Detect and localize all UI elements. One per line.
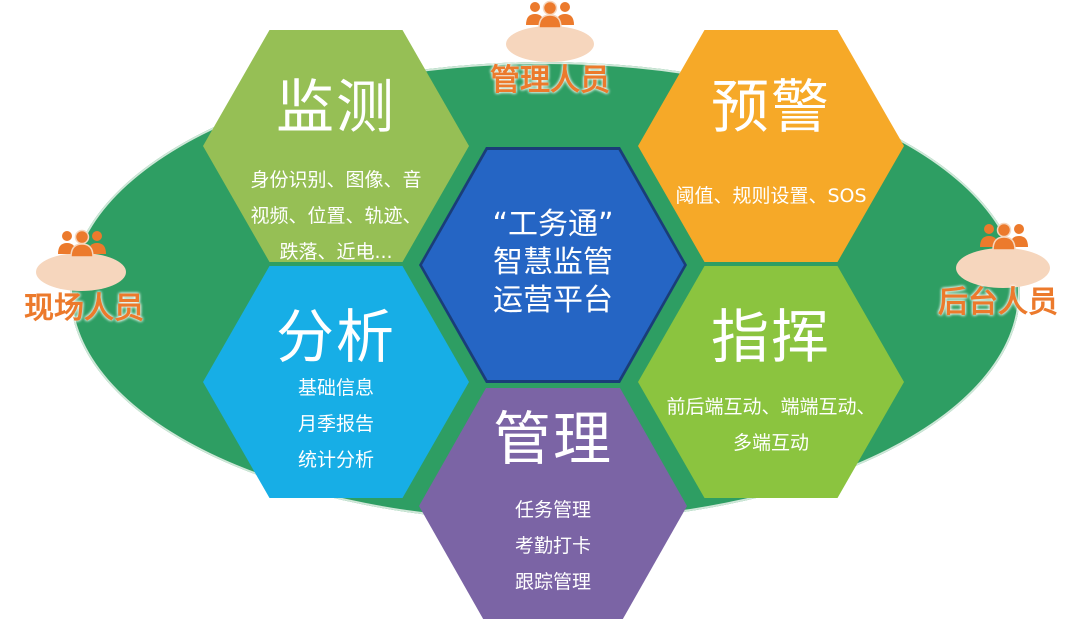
warning-title: 预警 [710, 73, 831, 141]
analysis-lines: 基础信息 月季报告 统计分析 [203, 370, 469, 478]
people-group-icon [980, 222, 1028, 250]
role-field-label: 现场人员 [24, 291, 144, 326]
manage-title: 管理 [492, 405, 613, 473]
monitor-line: 身份识别、图像、音 [250, 169, 422, 191]
analysis-line: 统计分析 [297, 449, 374, 471]
monitor-title: 监测 [275, 73, 396, 141]
role-field: 现场人员 [14, 225, 154, 335]
role-backoffice-label: 后台人员 [938, 285, 1058, 320]
monitor-lines: 身份识别、图像、音 视频、位置、轨迹、 跌落、近电... [203, 162, 469, 263]
command-title: 指挥 [710, 303, 831, 371]
center-line: “工务通” [492, 207, 614, 242]
command-line: 多端互动 [732, 432, 809, 454]
command-lines: 前后端互动、端端互动、 多端互动 [638, 389, 904, 461]
people-group-icon [58, 229, 106, 257]
role-manager-label: 管理人员 [490, 63, 610, 98]
warning-line: 阈值、规则设置、SOS [675, 185, 867, 207]
role-disc [956, 248, 1050, 288]
manage-line: 任务管理 [514, 499, 591, 521]
monitor-line: 视频、位置、轨迹、 [250, 205, 422, 227]
manage-line: 考勤打卡 [514, 535, 591, 557]
warning-lines: 阈值、规则设置、SOS [638, 178, 904, 214]
center-line: 运营平台 [493, 283, 613, 318]
analysis-line: 月季报告 [297, 413, 374, 435]
monitor-line: 跌落、近电... [279, 241, 393, 263]
manage-line: 跟踪管理 [514, 571, 591, 593]
role-manager: 管理人员 [480, 0, 620, 110]
analysis-title: 分析 [275, 303, 396, 371]
command-line: 前后端互动、端端互动、 [666, 396, 876, 418]
people-group-icon [526, 0, 574, 28]
role-disc [36, 253, 126, 291]
center-line: 智慧监管 [493, 245, 613, 280]
role-disc [506, 26, 594, 62]
center-lines: “工务通” 智慧监管 运营平台 [422, 206, 684, 320]
manage-lines: 任务管理 考勤打卡 跟踪管理 [419, 492, 687, 600]
analysis-line: 基础信息 [297, 377, 374, 399]
role-backoffice: 后台人员 [928, 220, 1068, 330]
